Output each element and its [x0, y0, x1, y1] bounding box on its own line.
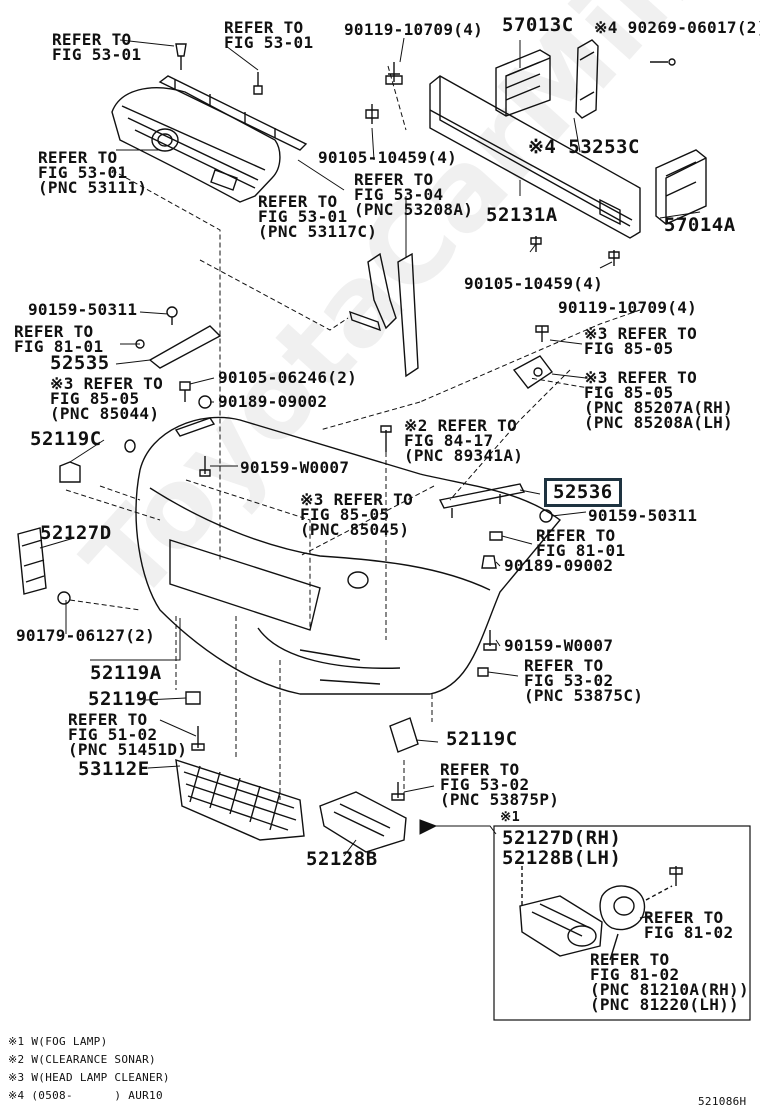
fog-cover [319, 791, 407, 853]
callout-refer-grille: REFER TO FIG 53-01 (PNC 53111) [38, 148, 148, 197]
callout-refer-fig8101-left: REFER TO FIG 81-01 [14, 322, 104, 356]
inset-part-numbers: 52127D(RH) 52128B(LH) [502, 827, 622, 869]
callout-refer-8505-right-b: ※3 REFER TO FIG 85-05 (PNC 85207A(RH) (P… [584, 368, 733, 432]
top-clips [175, 43, 263, 95]
bolt-label: 90105-10459(4) [464, 274, 604, 293]
left-mount-bracket [135, 306, 222, 369]
diagram-code: 521086H [698, 1095, 747, 1108]
bumper-reinforcement [429, 75, 641, 239]
bracket-57014a [655, 149, 707, 225]
callout-refer-8505-left: ※3 REFER TO FIG 85-05 (PNC 85044) [50, 374, 164, 423]
bolt-label: 90189-09002 [218, 392, 328, 411]
bolt-label: 90105-10459(4) [318, 148, 458, 167]
bolt-label: ※4 90269-06017(2) [594, 18, 760, 37]
bolt-label: 90159-W0007 [504, 636, 614, 655]
callout-refer-fig5301-b: REFER TO FIG 53-01 [224, 18, 314, 52]
part-number-52119c: 52119C [446, 728, 518, 750]
callout-refer-53875p: REFER TO FIG 53-02 (PNC 53875P) [440, 760, 560, 809]
callout-lines [39, 37, 701, 857]
part-number-52127d: 52127D [40, 522, 112, 544]
bracket-57013c [495, 49, 551, 117]
part-number-52128b: 52128B [306, 848, 378, 870]
callout-refer-fig8101-right: REFER TO FIG 81-01 [536, 526, 626, 560]
bolt-label: 90159-50311 [28, 300, 138, 319]
footnote: ※2 W(CLEARANCE SONAR) [8, 1053, 156, 1066]
lower-right-fasteners [389, 630, 497, 801]
footnote: ※1 W(FOG LAMP) [8, 1035, 108, 1048]
part-number-53253c: ※4 53253C [528, 136, 640, 158]
leader-lines [65, 65, 641, 800]
lower-grille [175, 758, 305, 841]
inset-box [493, 825, 751, 1021]
part-number-52119c: 52119C [88, 688, 160, 710]
callout-refer-fig8102-b: REFER TO FIG 81-02 (PNC 81210A(RH)) (PNC… [590, 950, 749, 1014]
callout-refer-53208a: REFER TO FIG 53-04 (PNC 53208A) [354, 170, 474, 219]
bolt-label: 90119-10709(4) [344, 20, 484, 39]
part-number-52131a: 52131A [486, 204, 558, 226]
callout-refer-51451d: REFER TO FIG 51-02 (PNC 51451D) [68, 710, 188, 759]
lower-left-clips [185, 691, 205, 751]
part-number-52119a: 52119A [90, 662, 162, 684]
part-number-57013c: 57013C [502, 14, 574, 36]
bolt-label: 90159-50311 [588, 506, 698, 525]
footnote: ※4 (0508- ) AUR10 [8, 1089, 163, 1102]
part-number-52536-highlighted: 52536 [544, 478, 622, 507]
callout-refer-8505-right-a: ※3 REFER TO FIG 85-05 [584, 324, 698, 358]
callout-refer-53117c: REFER TO FIG 53-01 (PNC 53117C) [258, 192, 378, 241]
bolt-label: 90119-10709(4) [558, 298, 698, 317]
left-side-fasteners [17, 381, 212, 605]
part-number-53112e: 53112E [78, 758, 150, 780]
inset-note: ※1 [500, 809, 521, 825]
part-number-52119c: 52119C [30, 428, 102, 450]
bolt-label: 90189-09002 [504, 556, 614, 575]
center-bracket [349, 252, 419, 378]
callout-refer-53875c: REFER TO FIG 53-02 (PNC 53875C) [524, 656, 644, 705]
callout-refer-fig5301-a: REFER TO FIG 53-01 [52, 30, 142, 64]
top-bolts [365, 58, 676, 266]
part-number-57014a: 57014A [664, 214, 736, 236]
bolt-label: 90159-W0007 [240, 458, 350, 477]
footnote: ※3 W(HEAD LAMP CLEANER) [8, 1071, 170, 1084]
bracket-53253c [575, 39, 599, 119]
bumper-cover [124, 416, 562, 695]
grille-moulding [158, 75, 308, 151]
bolt-label: 90105-06246(2) [218, 368, 358, 387]
callout-refer-fig8102-a: REFER TO FIG 81-02 [644, 908, 734, 942]
headlamp-cleaner-parts [380, 325, 554, 452]
upper-grille [111, 87, 281, 203]
part-number-52535: 52535 [50, 352, 110, 374]
callout-refer-8505-mid: ※3 REFER TO FIG 85-05 (PNC 85045) [300, 490, 414, 539]
bolt-label: 90179-06127(2) [16, 626, 156, 645]
callout-refer-8417: ※2 REFER TO FIG 84-17 (PNC 89341A) [404, 416, 524, 465]
bracket-52536 [438, 483, 553, 569]
